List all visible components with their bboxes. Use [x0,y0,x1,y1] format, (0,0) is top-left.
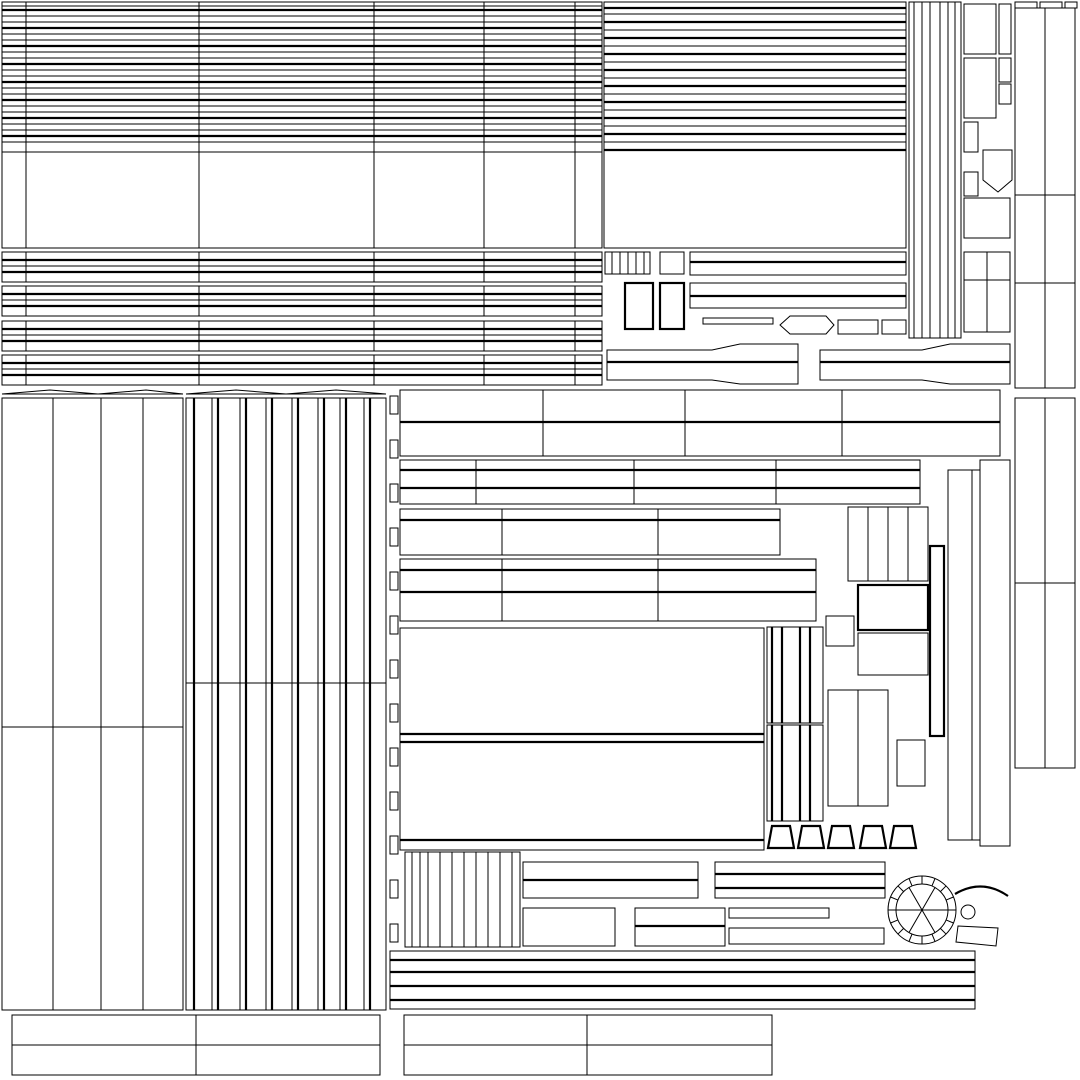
uv-small-part [766,724,824,822]
uv-island-tapered-bar [606,343,799,385]
uv-wheel-spoke [940,885,947,892]
uv-wheel-spoke [945,919,954,924]
uv-small-part [766,824,796,850]
uv-small-part [779,315,835,335]
uv-wheel-spoke [931,933,936,942]
uv-island-thin-strip [928,544,946,738]
uv-island-center-panel [399,627,765,851]
uv-small-bracket [389,395,399,415]
uv-small-part [728,907,830,919]
uv-small-bracket [389,923,399,943]
uv-small-part [825,615,855,647]
uv-small-part [963,197,1011,239]
uv-wheel-spoke [921,909,936,933]
uv-island-top-middle-panel [603,1,907,249]
uv-wheel-spoke [897,885,904,892]
uv-small-part [896,739,926,787]
uv-small-part [1039,1,1063,9]
uv-seam-zigzag [185,389,387,395]
uv-island-striped-column-panel [185,397,387,1011]
uv-island-horizontal-bar [1,285,603,317]
uv-small-part [858,824,888,850]
uv-small-part [955,925,999,947]
uv-small-part [728,927,885,945]
uv-small-part [963,57,997,119]
uv-small-part [689,251,907,276]
uv-small-bracket [389,615,399,635]
uv-island-horizontal-bar [1,320,603,352]
uv-wheel-spoke [945,896,954,901]
uv-small-part [826,824,856,850]
uv-island-vertical-strip [908,1,962,339]
uv-small-bracket [389,791,399,811]
uv-island-tapered-bar [819,343,1011,385]
uv-small-bracket [389,439,399,459]
uv-small-part [998,3,1012,55]
uv-small-part [857,632,929,676]
uv-small-part [998,83,1012,105]
uv-wheel-spoke [921,887,936,911]
uv-wheel-spoke [908,909,923,933]
uv-small-part [963,171,979,197]
uv-island-middle-panel [399,508,781,556]
uv-wheel-spoke [890,896,899,901]
uv-island-horizontal-bar [1,251,603,283]
uv-small-bracket [389,527,399,547]
uv-small-part [1014,1,1038,9]
uv-island-bottom-block [404,851,521,948]
uv-wheel-spoke [908,878,913,887]
uv-island-top-left-panel [1,1,603,249]
uv-small-bracket [389,659,399,679]
uv-small-part [837,319,879,335]
uv-small-round-part [960,904,976,920]
uv-wheel-spoke [897,928,904,935]
uv-small-part [963,121,979,153]
uv-small-part [998,57,1012,83]
uv-small-part [982,149,1013,193]
uv-small-part [522,907,616,947]
uv-small-part [796,824,826,850]
uv-wheel-spoke [908,887,923,911]
uv-island-tall-strip [979,459,1011,847]
uv-island-middle-panel [399,459,921,505]
uv-small-bracket [389,703,399,723]
uv-small-bracket [389,835,399,855]
uv-small-part [714,861,886,899]
uv-wheel-spoke [940,928,947,935]
uv-seam-zigzag [1,389,184,395]
uv-wheel-spoke [931,878,936,887]
uv-small-part [881,319,907,335]
uv-island-horizontal-bar [1,354,603,386]
uv-curved-strip [954,885,1009,897]
uv-wheel-spoke [890,919,899,924]
uv-wheel-spoke [908,933,913,942]
uv-small-part [702,317,774,325]
uv-small-part [766,626,824,724]
uv-small-bracket [389,483,399,503]
uv-small-bracket [389,571,399,591]
uv-island-left-lower-panel [1,397,184,1011]
uv-small-part [963,3,997,55]
uv-small-part [658,281,686,331]
uv-small-bracket [389,879,399,899]
uv-small-part [623,281,655,331]
uv-small-part [888,824,918,850]
uv-small-bracket [389,747,399,767]
uv-small-part [1064,1,1078,9]
uv-small-part [856,583,930,632]
uv-island-middle-panel [399,558,817,622]
uv-small-part [659,251,685,275]
